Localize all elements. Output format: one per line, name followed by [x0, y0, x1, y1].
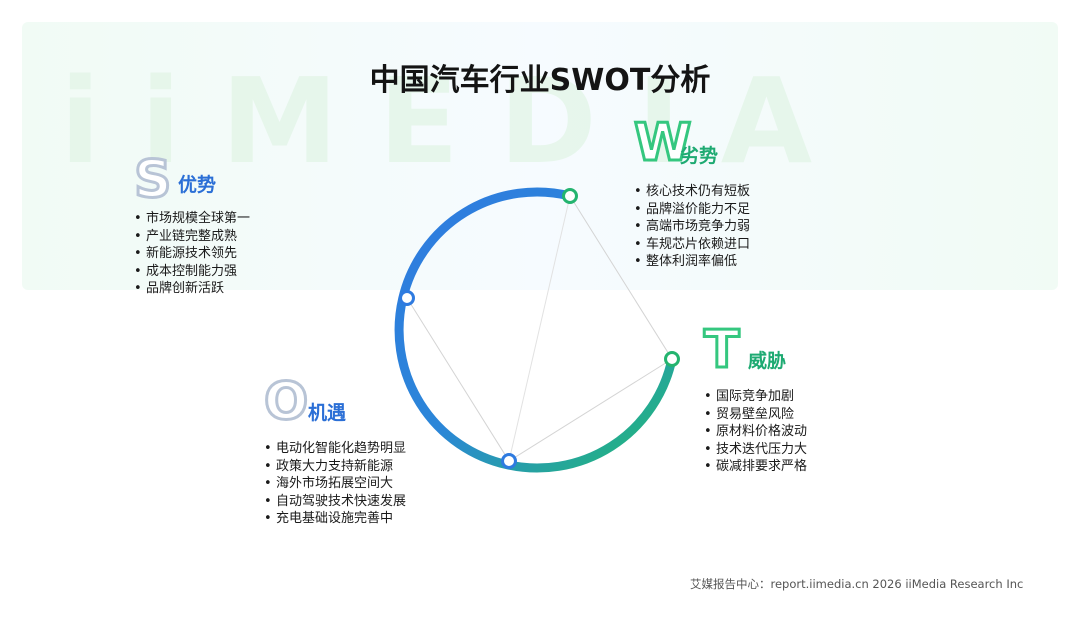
weaknesses-header: W 劣势: [632, 113, 750, 173]
node-t: [664, 351, 680, 367]
weaknesses-list: •核心技术仍有短板 •品牌溢价能力不足 •高端市场竞争力弱 •车规芯片依赖进口 …: [634, 183, 750, 271]
list-item: •自动驾驶技术快速发展: [264, 493, 407, 509]
weaknesses-section: W 劣势 •核心技术仍有短板 •品牌溢价能力不足 •高端市场竞争力弱 •车规芯片…: [632, 113, 750, 271]
strengths-list: •市场规模全球第一 •产业链完整成熟 •新能源技术领先 •成本控制能力强 •品牌…: [134, 210, 250, 298]
list-item: •技术迭代压力大: [704, 441, 808, 457]
list-item: •产业链完整成熟: [134, 228, 238, 244]
list-item: •品牌溢价能力不足: [634, 201, 751, 217]
header-background-band: [22, 22, 1058, 290]
list-item: •成本控制能力强: [134, 263, 238, 279]
watermark: iiMEDIA: [60, 52, 853, 172]
opportunities-letter: O: [262, 372, 309, 432]
list-item: •海外市场拓展空间大: [264, 476, 394, 492]
threats-section: T 威胁 •国际竞争加剧 •贸易壁垒风险 •原材料价格波动 •技术迭代压力大 •…: [702, 320, 807, 476]
list-item: •碳减排要求严格: [704, 459, 808, 475]
list-item: •核心技术仍有短板: [634, 184, 751, 199]
list-item: •市场规模全球第一: [134, 211, 251, 226]
list-item: •车规芯片依赖进口: [634, 236, 751, 252]
node-w: [562, 188, 578, 204]
strengths-label: 优势: [178, 174, 217, 196]
ring-arc: [394, 187, 677, 473]
list-item: •原材料价格波动: [704, 424, 808, 440]
opportunities-list: •电动化智能化趋势明显 •政策大力支持新能源 •海外市场拓展空间大 •自动驾驶技…: [264, 440, 406, 528]
opportunities-header: O 机遇: [262, 372, 406, 432]
strengths-header: S 优势: [132, 150, 250, 210]
list-item: •电动化智能化趋势明显: [264, 441, 407, 456]
opportunities-label: 机遇: [308, 402, 347, 424]
strengths-letter: S: [132, 150, 172, 210]
threats-header: T 威胁: [702, 320, 807, 380]
threats-label: 威胁: [748, 350, 787, 372]
threats-letter: T: [702, 320, 741, 380]
list-item: •贸易壁垒风险: [704, 406, 795, 422]
node-o: [501, 453, 517, 469]
list-item: •政策大力支持新能源: [264, 458, 394, 474]
node-s: [399, 290, 415, 306]
connector-lines: [406, 195, 673, 462]
weaknesses-label: 劣势: [680, 145, 719, 167]
list-item: •高端市场竞争力弱: [634, 219, 751, 235]
list-item: •国际竞争加剧: [704, 389, 795, 404]
connector-line-w-o: [508, 195, 571, 462]
source-footer: 艾媒报告中心：report.iimedia.cn 2026 iiMedia Re…: [690, 577, 1024, 591]
list-item: •新能源技术领先: [134, 246, 238, 262]
opportunities-section: O 机遇 •电动化智能化趋势明显 •政策大力支持新能源 •海外市场拓展空间大 •…: [262, 372, 406, 528]
page-title: 中国汽车行业SWOT分析: [369, 63, 711, 98]
threats-list: •国际竞争加剧 •贸易壁垒风险 •原材料价格波动 •技术迭代压力大 •碳减排要求…: [704, 388, 807, 476]
list-item: •整体利润率偏低: [634, 254, 738, 270]
weaknesses-letter: W: [632, 113, 692, 173]
strengths-section: S 优势 •市场规模全球第一 •产业链完整成熟 •新能源技术领先 •成本控制能力…: [132, 150, 250, 298]
list-item: •品牌创新活跃: [134, 281, 225, 297]
list-item: •充电基础设施完善中: [264, 511, 394, 527]
